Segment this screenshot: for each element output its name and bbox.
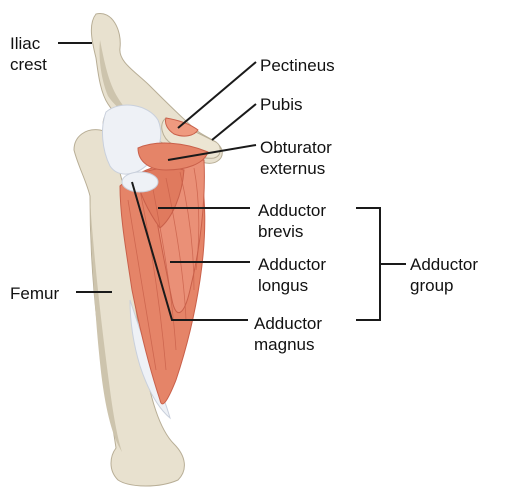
label-femur: Femur	[10, 283, 59, 304]
leader-pectineus	[178, 62, 256, 128]
label-adductor-magnus: Adductor magnus	[254, 313, 322, 355]
label-pectineus: Pectineus	[260, 55, 335, 76]
label-pubis: Pubis	[260, 94, 303, 115]
adductor-group-bracket	[356, 208, 380, 320]
label-obturator-externus: Obturator externus	[260, 137, 332, 179]
label-adductor-group: Adductor group	[410, 254, 478, 296]
leader-pubis	[212, 104, 256, 140]
label-iliac-crest: Iliac crest	[10, 33, 47, 75]
label-adductor-longus: Adductor longus	[258, 254, 326, 296]
obturator-foramen	[122, 172, 158, 192]
label-adductor-brevis: Adductor brevis	[258, 200, 326, 242]
